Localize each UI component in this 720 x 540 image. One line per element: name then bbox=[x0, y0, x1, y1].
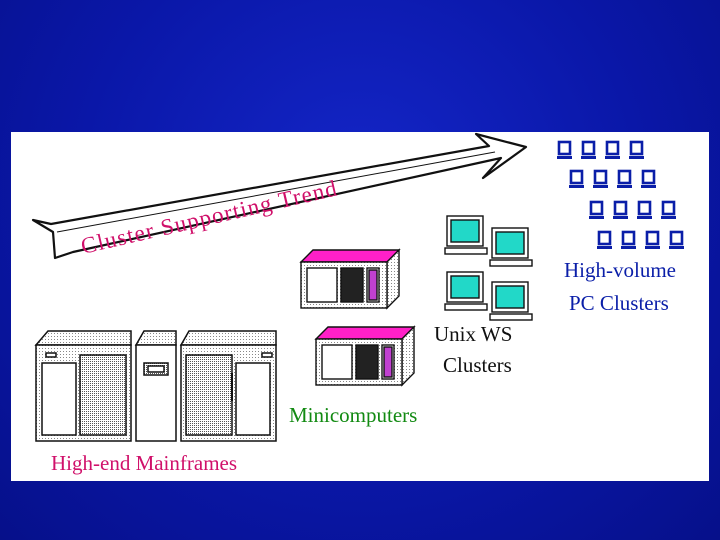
pc-icon bbox=[621, 232, 636, 249]
label-unix-ws: Unix WS bbox=[434, 322, 512, 347]
pc-icon bbox=[557, 142, 572, 159]
label-unix-ws-clusters: Clusters bbox=[443, 353, 512, 378]
label-high-volume: High-volume bbox=[564, 258, 676, 283]
workstation-icon bbox=[490, 282, 532, 320]
minicomputer-icon bbox=[316, 327, 414, 385]
pc-icon bbox=[581, 142, 596, 159]
workstation-icon bbox=[445, 216, 487, 254]
pc-icon bbox=[637, 202, 652, 219]
workstation-icon bbox=[490, 228, 532, 266]
diagram-panel: Cluster Supporting Trend bbox=[11, 132, 709, 481]
pc-icon bbox=[641, 171, 656, 188]
label-pc-clusters: PC Clusters bbox=[569, 291, 669, 316]
pc-icon bbox=[617, 171, 632, 188]
label-high-end-mainframes: High-end Mainframes bbox=[51, 451, 237, 476]
pc-icon bbox=[661, 202, 676, 219]
mainframe-icon bbox=[36, 331, 276, 441]
pc-icon bbox=[605, 142, 620, 159]
pc-icon bbox=[569, 171, 584, 188]
pc-cluster-grid bbox=[557, 142, 684, 249]
pc-icon bbox=[597, 232, 612, 249]
label-minicomputers: Minicomputers bbox=[289, 403, 417, 428]
minicomputer-icon bbox=[301, 250, 399, 308]
pc-icon bbox=[593, 171, 608, 188]
pc-icon bbox=[589, 202, 604, 219]
workstation-icon bbox=[445, 272, 487, 310]
pc-icon bbox=[613, 202, 628, 219]
pc-icon bbox=[629, 142, 644, 159]
pc-icon bbox=[669, 232, 684, 249]
pc-icon bbox=[645, 232, 660, 249]
